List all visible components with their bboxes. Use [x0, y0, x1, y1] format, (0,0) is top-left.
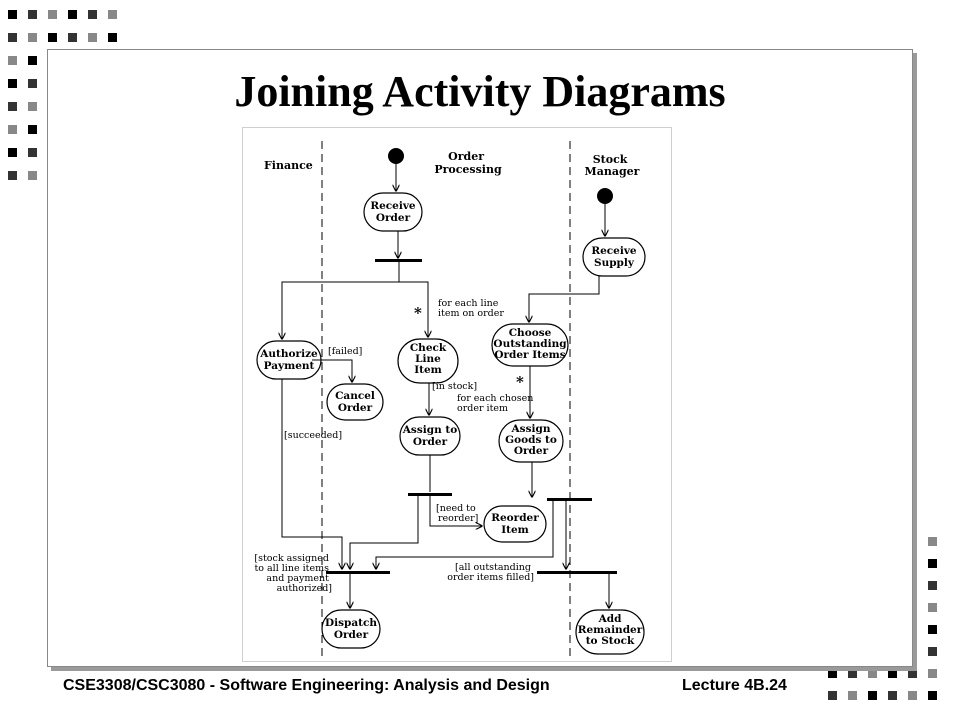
decorative-square — [28, 171, 37, 180]
fork-bar-goods — [547, 498, 592, 501]
decorative-square — [28, 102, 37, 111]
decorative-square — [928, 581, 937, 590]
guard-failed: [failed] — [328, 346, 362, 357]
decorative-square — [28, 10, 37, 19]
decorative-square — [928, 603, 937, 612]
decorative-squares-top-left — [8, 10, 117, 180]
decorative-square — [88, 33, 97, 42]
decorative-square — [108, 33, 117, 42]
decorative-square — [888, 691, 897, 700]
decorative-square — [848, 669, 857, 678]
decorative-square — [928, 559, 937, 568]
decorative-square — [908, 669, 917, 678]
decorative-square — [108, 10, 117, 19]
decorative-square — [928, 537, 937, 546]
decorative-square — [828, 691, 837, 700]
decorative-square — [8, 102, 17, 111]
decorative-square — [28, 125, 37, 134]
activity-diagram: Finance Order Processing Stock Manager R… — [242, 127, 672, 662]
decorative-square — [928, 669, 937, 678]
decorative-square — [28, 56, 37, 65]
decorative-square — [868, 691, 877, 700]
decorative-square — [48, 33, 57, 42]
decorative-square — [828, 669, 837, 678]
decorative-square — [68, 33, 77, 42]
join-bar-stock — [537, 571, 617, 574]
initial-state-stock — [597, 188, 613, 204]
decorative-square — [8, 33, 17, 42]
decorative-square — [68, 10, 77, 19]
decorative-square — [908, 691, 917, 700]
footer-course-title: CSE3308/CSC3080 - Software Engineering: … — [63, 677, 550, 694]
decorative-square — [8, 56, 17, 65]
decorative-square — [868, 669, 877, 678]
decorative-square — [8, 79, 17, 88]
fork-bar-assign — [408, 493, 452, 496]
swimlane-finance-label: Finance — [264, 159, 313, 172]
decorative-square — [28, 79, 37, 88]
guard-all-outstanding-items-filled: [all outstanding order items filled] — [447, 562, 534, 583]
decorative-square — [888, 669, 897, 678]
join-bar-dispatch — [326, 571, 390, 574]
decorative-square — [8, 125, 17, 134]
decorative-square — [848, 691, 857, 700]
decorative-square — [8, 148, 17, 157]
decorative-square — [928, 625, 937, 634]
decorative-square — [8, 171, 17, 180]
decorative-square — [8, 10, 17, 19]
decorative-square — [88, 10, 97, 19]
initial-state-order — [388, 148, 404, 164]
guard-in-stock: [in stock] — [432, 381, 477, 392]
swimlane-order-processing-label: Order Processing — [434, 150, 502, 176]
slide-title: Joining Activity Diagrams — [234, 67, 726, 116]
multiplicity-star-chosen-item: * — [516, 373, 524, 391]
fork-bar-order — [375, 259, 422, 262]
guard-succeeded: [succeeded] — [284, 430, 342, 441]
flow-lines — [282, 164, 609, 608]
decorative-square — [928, 647, 937, 656]
decorative-square — [28, 33, 37, 42]
decorative-square — [928, 691, 937, 700]
footer-lecture-number: Lecture 4B.24 — [682, 677, 787, 694]
guard-stock-assigned: [stock assigned to all line items and pa… — [254, 553, 332, 594]
multiplicity-star-line-item: * — [414, 304, 422, 322]
swimlane-stock-manager-label: Stock Manager — [585, 153, 640, 178]
decorative-square — [48, 10, 57, 19]
decorative-square — [28, 148, 37, 157]
